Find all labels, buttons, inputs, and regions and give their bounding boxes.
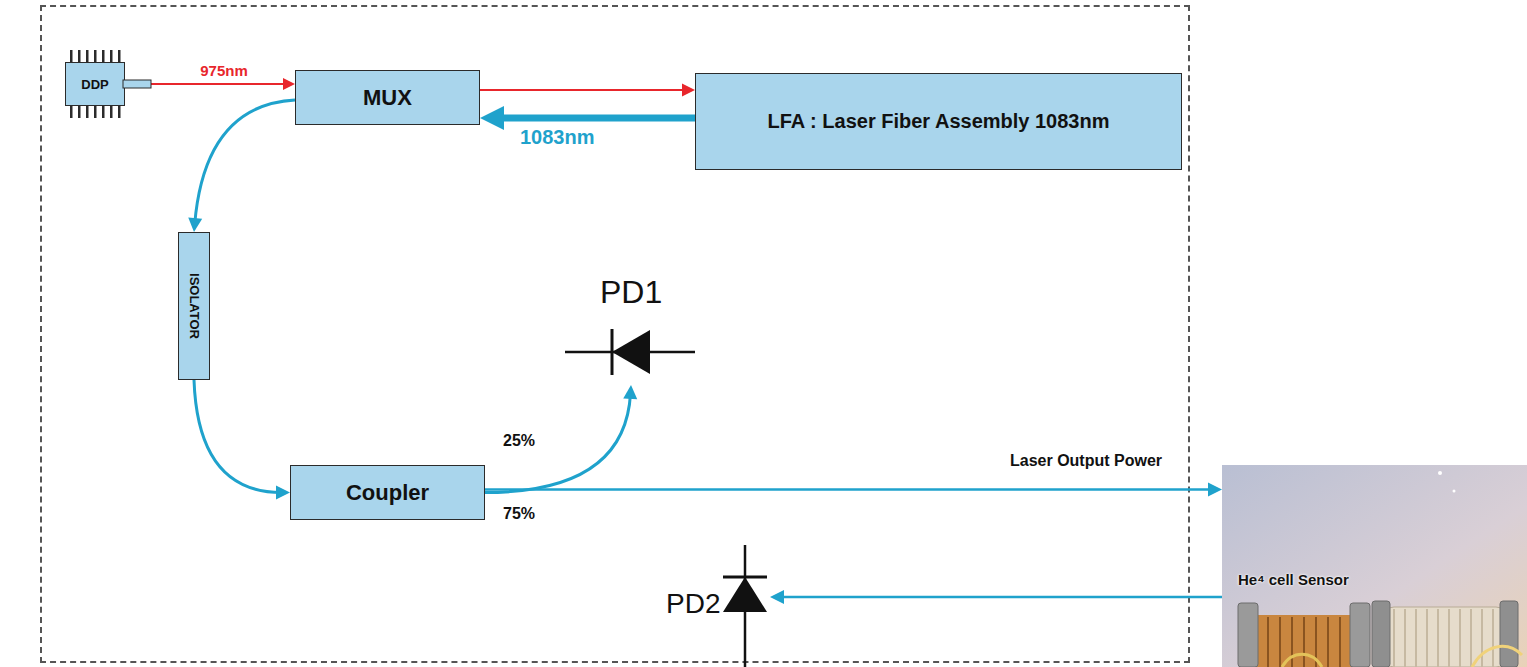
coil-cylinder <box>1246 615 1362 667</box>
fiber-connector <box>485 488 1214 491</box>
node-label: Coupler <box>346 480 429 506</box>
chip-pin <box>110 106 113 118</box>
arrow-head <box>623 385 637 399</box>
cell-ring <box>1459 609 1461 667</box>
fiber-connector <box>194 380 282 493</box>
annotation-label: Laser Output Power <box>1010 452 1162 470</box>
diode-triangle <box>723 577 767 612</box>
node-label: He⁴ cell Sensor <box>1238 571 1349 588</box>
frame-plate <box>1500 601 1518 667</box>
frame-plate <box>1372 601 1390 667</box>
chip-pin <box>118 50 121 62</box>
photodiode: PD1 <box>565 270 695 385</box>
coil-winding <box>1279 617 1281 667</box>
arrow-head <box>188 217 202 232</box>
diode-triangle <box>612 330 650 374</box>
chip-pin <box>86 50 89 62</box>
coil-winding <box>1267 617 1269 667</box>
chip-pin <box>70 50 73 62</box>
edge-label: 1083nm <box>520 126 595 149</box>
arrow-head <box>480 106 504 130</box>
chip-pin <box>102 50 105 62</box>
fiber-connector <box>494 115 695 122</box>
fiber-pigtail <box>123 80 151 88</box>
chip-pin <box>94 50 97 62</box>
cell-cylinder <box>1384 607 1506 667</box>
coil-winding <box>1303 617 1305 667</box>
fiber-connector <box>195 100 295 224</box>
star <box>1438 471 1442 475</box>
node-label: ISOLATOR <box>187 273 202 339</box>
chip-pin <box>102 106 105 118</box>
coil-winding <box>1291 617 1293 667</box>
cell-ring <box>1492 609 1494 667</box>
edge-label: 975nm <box>200 62 248 79</box>
chip-pin <box>118 106 121 118</box>
laser-fiber-assembly-box: LFA : Laser Fiber Assembly 1083nm <box>695 73 1182 170</box>
chip-pin <box>110 50 113 62</box>
chip-pin <box>78 106 81 118</box>
chip-pin <box>70 106 73 118</box>
star <box>1453 490 1456 493</box>
arrow-head <box>770 590 784 604</box>
cell-ring <box>1404 609 1406 667</box>
fiber-connector <box>480 89 687 91</box>
cell-ring <box>1426 609 1428 667</box>
node-label: MUX <box>363 85 412 111</box>
cell-ring <box>1481 609 1483 667</box>
sensor-cable <box>1282 654 1322 667</box>
arrow-head <box>682 84 695 97</box>
chip-pin <box>86 106 89 118</box>
sensor-cable <box>1472 646 1522 667</box>
node-label: LFA : Laser Fiber Assembly 1083nm <box>768 110 1110 133</box>
cell-ring <box>1437 609 1439 667</box>
chip-pin <box>94 106 97 118</box>
cell-ring <box>1415 609 1417 667</box>
sensor-photo: He⁴ cell Sensor <box>1222 465 1527 667</box>
arrow-head <box>1208 483 1222 497</box>
node-label: PD2 <box>666 588 720 620</box>
arrow-head <box>276 486 290 500</box>
coil-winding <box>1327 617 1329 667</box>
cell-ring <box>1393 609 1395 667</box>
mux-box: MUX <box>295 70 480 125</box>
node-label: PD1 <box>600 274 662 311</box>
arrow-head <box>283 78 295 90</box>
fiber-connector <box>778 596 1222 599</box>
edge-label: 75% <box>503 505 535 523</box>
photodiode: PD2 <box>660 560 770 665</box>
frame-plate <box>1350 603 1370 667</box>
laser-diode-chip: DDP <box>65 62 125 106</box>
coupler-box: Coupler <box>290 465 485 520</box>
photo-ground <box>1222 465 1527 667</box>
fiber-connector <box>485 393 631 492</box>
edge-label: 25% <box>503 432 535 450</box>
isolator-box: ISOLATOR <box>178 232 210 380</box>
cell-ring <box>1448 609 1450 667</box>
coil-winding <box>1339 617 1341 667</box>
node-label: DDP <box>81 77 108 92</box>
frame-plate <box>1238 603 1258 667</box>
sensor-photo-art <box>1222 465 1527 667</box>
chip-pin <box>78 50 81 62</box>
cell-ring <box>1470 609 1472 667</box>
